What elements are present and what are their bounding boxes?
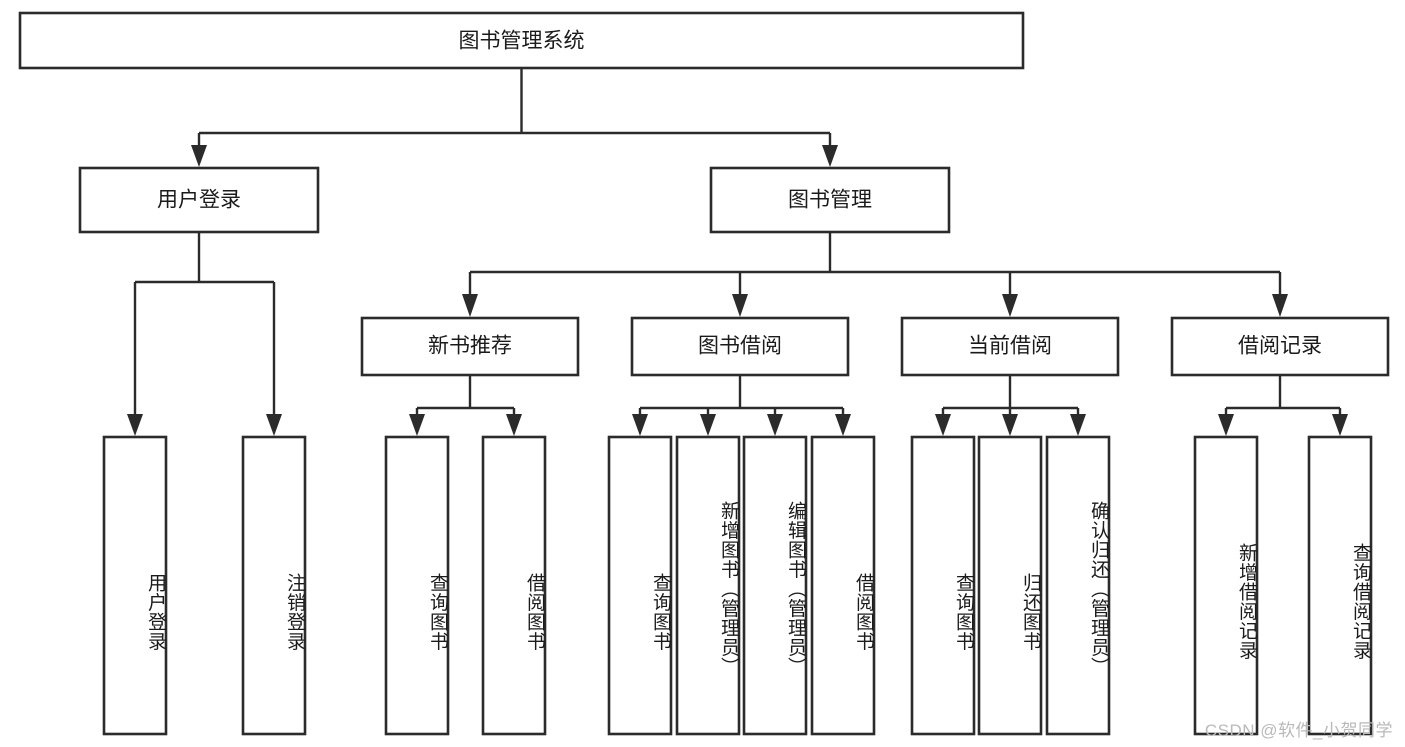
arrow-head-br-leaf1	[1218, 414, 1234, 436]
node-borrow-record[interactable]	[1170, 316, 1390, 377]
watermark-text: CSDN @软件_小贺同学	[1204, 721, 1393, 740]
arrow-head-cb-leaf3	[1070, 414, 1086, 436]
node-new-book-recommend[interactable]	[360, 316, 580, 377]
arrow-head-book-mgmt	[822, 145, 838, 167]
node-current-borrow-label: 当前借阅	[968, 335, 1052, 358]
node-current-borrow[interactable]	[900, 316, 1120, 377]
arrow-head-current-borrow	[1002, 294, 1018, 317]
node-leaf-edit-book-admin[interactable]	[742, 435, 808, 736]
node-user-login[interactable]	[78, 166, 320, 234]
node-root-system[interactable]	[18, 11, 1025, 70]
node-book-management[interactable]	[709, 166, 951, 234]
node-book-borrow[interactable]	[630, 316, 850, 377]
arrow-head-new-book	[462, 294, 478, 317]
arrow-head-user-login	[191, 145, 207, 167]
arrow-head-bb-leaf4	[835, 414, 851, 436]
arrow-head-bb-leaf2	[700, 414, 716, 436]
node-leaf-confirm-return-admin[interactable]	[1045, 435, 1111, 736]
arrow-head-nb-leaf1	[409, 414, 425, 436]
arrow-head-leaf-user-login	[127, 414, 143, 436]
connector-group	[127, 68, 1348, 436]
arrow-head-borrow-record	[1272, 294, 1288, 317]
node-leaf-logout[interactable]	[241, 435, 307, 736]
node-leaf-user-login[interactable]	[102, 435, 168, 736]
node-book-management-label: 图书管理	[788, 189, 872, 212]
arrow-head-cb-leaf1	[935, 414, 951, 436]
node-leaf-query-book-3[interactable]	[910, 435, 976, 736]
node-new-book-recommend-label: 新书推荐	[428, 335, 512, 358]
node-user-login-label: 用户登录	[157, 189, 241, 212]
arrow-head-book-borrow	[732, 294, 748, 317]
node-leaf-add-book-admin[interactable]	[675, 435, 741, 736]
arrow-head-br-leaf2	[1332, 414, 1348, 436]
node-leaf-return-book[interactable]	[977, 435, 1043, 736]
arrow-head-nb-leaf2	[506, 414, 522, 436]
node-leaf-query-book-2[interactable]	[607, 435, 673, 736]
arrow-head-cb-leaf2	[1002, 414, 1018, 436]
node-leaf-add-borrow-record[interactable]	[1193, 435, 1259, 736]
node-box-group: 图书管理系统 用户登录 图书管理 新书推荐 图书借阅 当前借阅 借阅记录	[18, 11, 1390, 736]
arrow-head-bb-leaf3	[767, 414, 783, 436]
node-leaf-borrow-book-1[interactable]	[481, 435, 547, 736]
node-leaf-borrow-book-2[interactable]	[810, 435, 876, 736]
arrow-head-leaf-logout	[266, 414, 282, 436]
node-book-borrow-label: 图书借阅	[698, 335, 782, 358]
arrow-head-bb-leaf1	[632, 414, 648, 436]
node-leaf-query-borrow-record[interactable]	[1307, 435, 1373, 736]
node-leaf-query-book-1[interactable]	[384, 435, 450, 736]
node-root-system-label: 图书管理系统	[459, 30, 585, 53]
node-borrow-record-label: 借阅记录	[1238, 335, 1322, 358]
